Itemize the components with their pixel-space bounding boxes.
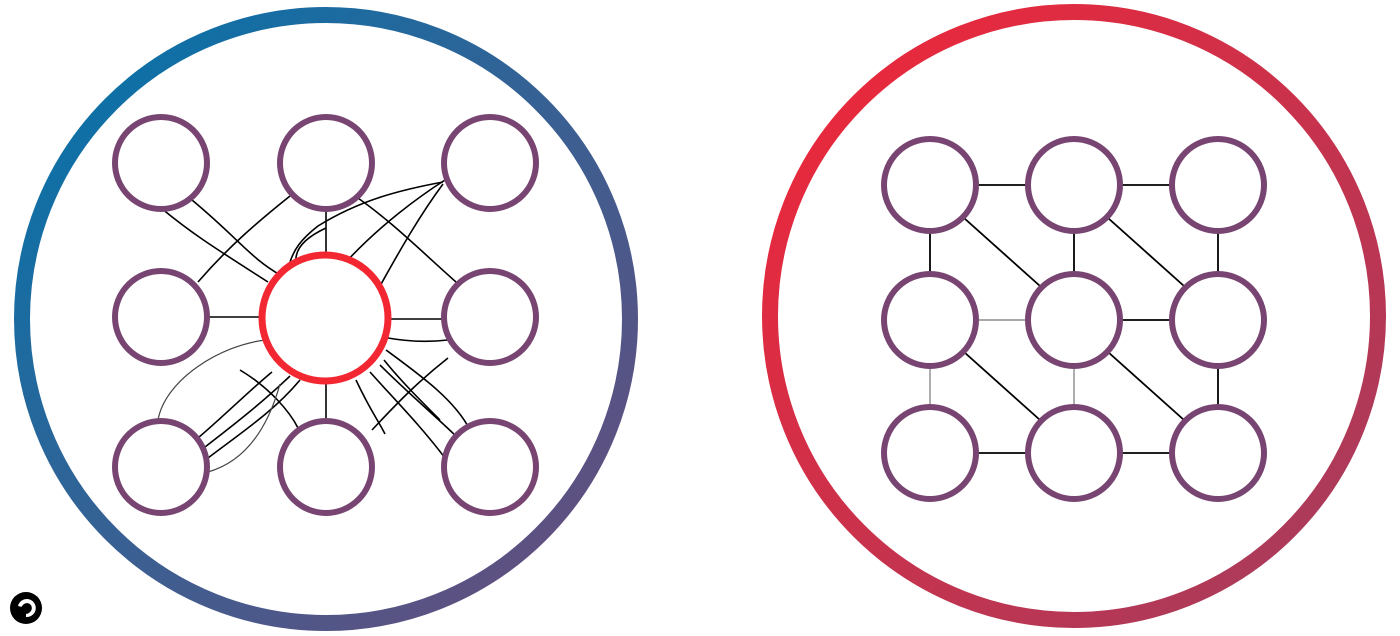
left-hub-node [258, 251, 392, 385]
left-node-top-right [441, 114, 539, 212]
left-nodes [112, 114, 539, 516]
left-node-middle-left [112, 268, 210, 366]
left-node-bottom-middle [277, 418, 375, 516]
left-node-middle-right [441, 268, 539, 366]
left-outer-ring [14, 7, 638, 631]
right-node-r3c2 [1025, 404, 1123, 502]
right-node-r2c3 [1169, 271, 1267, 369]
right-node-r2c2 [1025, 271, 1123, 369]
right-node-r2c1 [881, 271, 979, 369]
right-node-r1c1 [881, 136, 979, 234]
right-node-r1c2 [1025, 136, 1123, 234]
right-node-r3c1 [881, 404, 979, 502]
left-node-top-middle [277, 114, 375, 212]
right-node-r1c3 [1169, 136, 1267, 234]
left-node-bottom-left [112, 418, 210, 516]
left-node-bottom-right [441, 418, 539, 516]
left-network-panel [14, 7, 638, 631]
right-edges [929, 184, 1219, 454]
right-grid-panel [762, 4, 1386, 628]
left-edges [157, 179, 471, 473]
left-node-top-left [112, 114, 210, 212]
right-node-r3c3 [1169, 404, 1267, 502]
right-nodes [881, 136, 1267, 502]
right-outer-ring [762, 4, 1386, 628]
record-button-icon[interactable] [9, 591, 43, 625]
